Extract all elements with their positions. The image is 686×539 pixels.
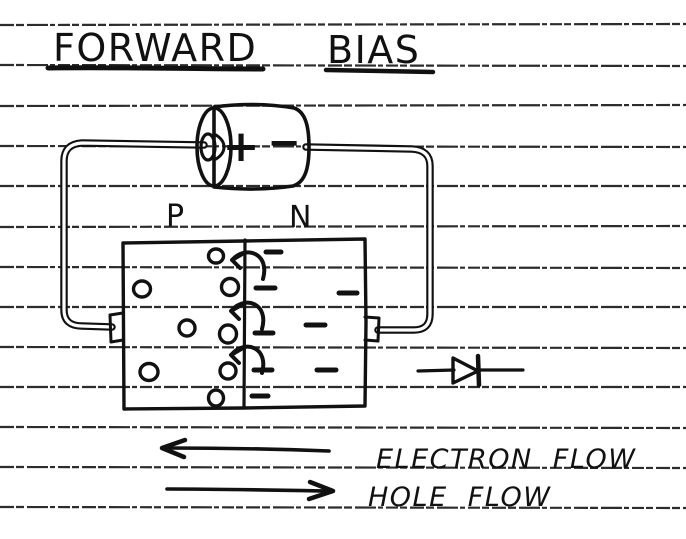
electron-flow-arrowhead-icon xyxy=(159,437,188,460)
junction-box-outline xyxy=(121,237,368,411)
electron-crossing-arrowhead-icon xyxy=(230,251,246,270)
title-word-forward: FORWARD xyxy=(53,26,257,70)
title: FORWARD BIAS xyxy=(45,26,436,75)
ruled-line xyxy=(0,345,686,350)
ruled-line xyxy=(0,505,686,510)
left-wire-core xyxy=(62,141,206,329)
junction-divider xyxy=(242,238,247,410)
hole-icon xyxy=(217,323,239,345)
battery-left-cap xyxy=(195,106,233,188)
left-wire xyxy=(60,139,208,331)
ruled-line xyxy=(0,425,686,430)
circuit-wires xyxy=(60,139,434,334)
hole-icon xyxy=(206,388,226,408)
battery-minus-label: − xyxy=(267,120,301,166)
holes xyxy=(131,247,241,408)
electron-crossing-arrowhead-icon xyxy=(229,302,245,321)
ruled-lines xyxy=(0,22,686,510)
hole-icon xyxy=(219,276,241,298)
electron-crossing-arrowhead-icon xyxy=(229,346,245,365)
hole-flow-arrow-icon xyxy=(165,487,328,493)
hole-flow-arrowhead-icon xyxy=(306,479,336,502)
diode-symbol xyxy=(416,353,525,388)
electron-flow-arrow-icon xyxy=(166,446,331,453)
ruled-line xyxy=(0,63,686,68)
hole-icon xyxy=(206,247,226,265)
battery-plus-label: + xyxy=(223,121,260,172)
electron-flow-label: ELECTRON FLOW xyxy=(376,444,637,475)
electrons xyxy=(249,249,360,399)
right-wire-core xyxy=(304,145,432,332)
title-underline-bias xyxy=(323,67,436,75)
ruled-line xyxy=(0,22,686,27)
pn-junction-box: P N xyxy=(108,199,381,411)
ruled-line xyxy=(0,224,686,229)
n-region-label: N xyxy=(289,200,311,235)
battery-terminal-nub-edge xyxy=(214,133,226,161)
diode-triangle-icon xyxy=(451,356,480,385)
junction-arrows xyxy=(229,250,267,375)
title-word-bias: BIAS xyxy=(327,28,420,72)
ruled-line xyxy=(0,265,686,270)
battery-terminal-nub xyxy=(199,132,217,162)
battery: + − xyxy=(195,102,311,191)
title-underline-forward xyxy=(45,65,266,72)
p-region-label: P xyxy=(166,199,184,234)
hole-icon xyxy=(177,318,197,338)
diode-anode-lead xyxy=(416,368,456,373)
ruled-line xyxy=(0,465,686,470)
right-terminal-tab xyxy=(363,315,381,343)
battery-body xyxy=(212,102,311,191)
left-terminal-tab xyxy=(108,311,125,344)
hole-icon xyxy=(218,361,238,381)
hole-icon xyxy=(131,279,153,299)
flow-legend: ELECTRON FLOW HOLE FLOW xyxy=(159,437,637,513)
hole-icon xyxy=(138,361,160,383)
hole-flow-label: HOLE FLOW xyxy=(368,482,551,513)
ruled-line xyxy=(0,103,686,108)
